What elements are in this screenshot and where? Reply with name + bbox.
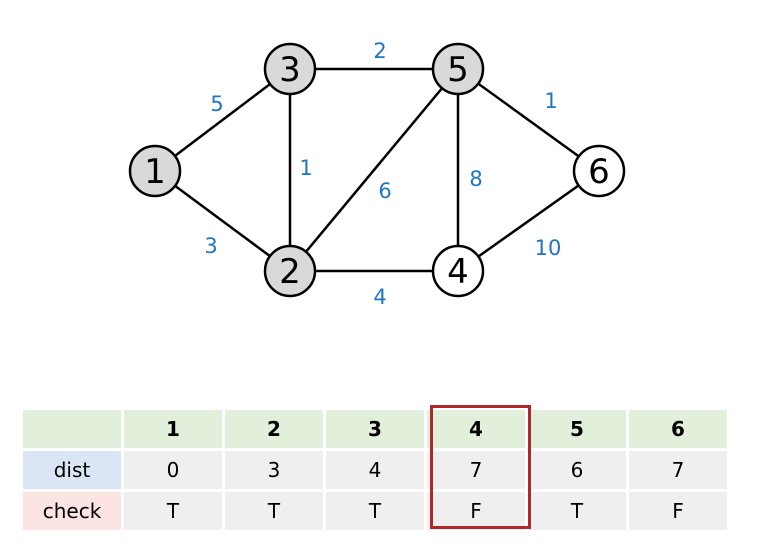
node-label-2: 2 <box>279 252 301 292</box>
dist-cell-node-5: 6 <box>528 451 626 489</box>
node-label-5: 5 <box>447 50 469 90</box>
dist-cell-node-2: 3 <box>225 451 323 489</box>
node-label-1: 1 <box>144 152 166 192</box>
distance-table: 1 2 3 4 5 6 dist 0 3 4 7 6 7 check T T T… <box>20 407 730 533</box>
node-3 <box>263 42 317 96</box>
node-label-3: 3 <box>279 50 301 90</box>
column-header-node-6: 6 <box>629 410 727 448</box>
table-header-row: 1 2 3 4 5 6 <box>23 410 727 448</box>
edge-weight-2-4: 4 <box>373 285 386 309</box>
column-header-node-2: 2 <box>225 410 323 448</box>
node-5 <box>431 42 485 96</box>
table-corner-cell <box>23 410 121 448</box>
node-4 <box>431 244 485 298</box>
node-1 <box>128 144 182 198</box>
check-cell-node-1: T <box>124 492 222 530</box>
node-label-6: 6 <box>588 152 610 192</box>
check-cell-node-2: T <box>225 492 323 530</box>
edges-layer: 5 3 1 2 6 4 8 1 10 <box>154 39 600 309</box>
dist-cell-node-3: 4 <box>326 451 424 489</box>
graph-diagram: 5 3 1 2 6 4 8 1 10 1 2 3 4 5 6 <box>128 39 626 309</box>
edge-1-3 <box>154 68 291 172</box>
check-cell-node-4: F <box>427 492 525 530</box>
node-6 <box>572 144 626 198</box>
row-label-check: check <box>23 492 121 530</box>
dist-cell-node-6: 7 <box>629 451 727 489</box>
edge-5-6 <box>457 67 600 173</box>
node-label-4: 4 <box>447 252 469 292</box>
edge-weight-4-6: 10 <box>535 236 562 260</box>
table-row-dist: dist 0 3 4 7 6 7 <box>23 451 727 489</box>
column-header-node-4: 4 <box>427 410 525 448</box>
column-header-node-5: 5 <box>528 410 626 448</box>
column-header-node-1: 1 <box>124 410 222 448</box>
node-2 <box>263 244 317 298</box>
check-cell-node-6: F <box>629 492 727 530</box>
edge-weight-1-3: 5 <box>210 92 223 116</box>
dist-cell-node-4: 7 <box>427 451 525 489</box>
edge-weight-5-4: 8 <box>469 167 482 191</box>
edge-weight-3-2: 1 <box>299 156 312 180</box>
edge-weight-1-2: 3 <box>204 234 217 258</box>
edge-weight-3-5: 2 <box>373 39 386 63</box>
table-row-check: check T T T F T F <box>23 492 727 530</box>
check-cell-node-5: T <box>528 492 626 530</box>
check-cell-node-3: T <box>326 492 424 530</box>
dist-cell-node-1: 0 <box>124 451 222 489</box>
row-label-dist: dist <box>23 451 121 489</box>
edge-weight-2-5: 6 <box>378 179 391 203</box>
column-header-node-3: 3 <box>326 410 424 448</box>
edge-1-2 <box>154 169 291 273</box>
edge-weight-5-6: 1 <box>544 89 557 113</box>
edge-2-5 <box>289 68 459 272</box>
nodes-layer: 1 2 3 4 5 6 <box>128 42 626 298</box>
edge-4-6 <box>457 169 600 273</box>
